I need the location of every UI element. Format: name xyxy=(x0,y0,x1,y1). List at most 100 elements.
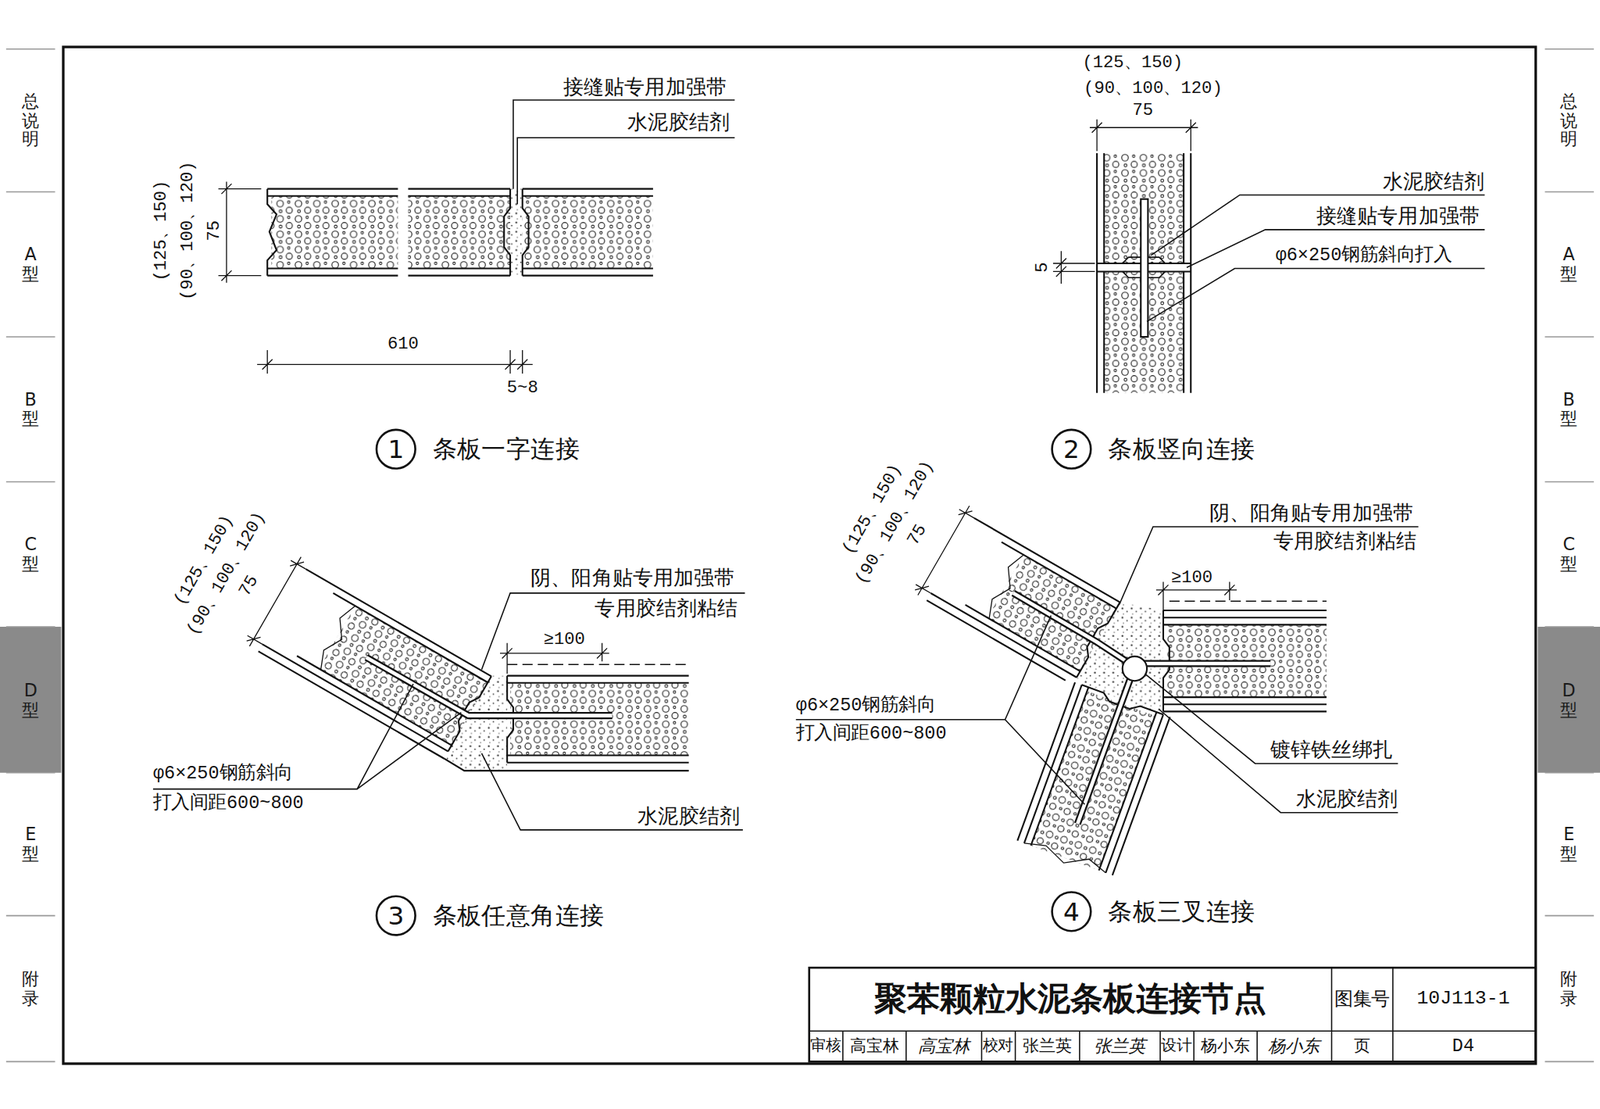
section-tab: B型 xyxy=(1537,336,1600,482)
table-cell: 校对 xyxy=(982,1037,1014,1056)
tab-label: A型 xyxy=(21,245,40,284)
callout-text: φ6×250钢筋斜向 xyxy=(796,694,936,716)
dimension-text: (90、100、120) xyxy=(178,160,199,300)
callout-text: φ6×250钢筋斜向 xyxy=(153,763,293,785)
straight-joint-drawing xyxy=(407,196,511,269)
three-way-joint-drawing xyxy=(1169,600,1327,603)
section-tab: 附录 xyxy=(1537,915,1600,1062)
callout-text: 专用胶结剂粘结 xyxy=(594,596,738,620)
dimension-text: 5~8 xyxy=(507,378,539,399)
callout-text: 阴、阳角贴专用加强带 xyxy=(530,565,735,590)
tab-label: B型 xyxy=(21,389,40,429)
vertical-joint-drawing xyxy=(1146,194,1485,322)
angle-joint-drawing xyxy=(366,657,613,715)
callout-text: φ6×250钢筋斜向打入 xyxy=(1275,244,1453,266)
callout-number: 3 xyxy=(375,894,417,936)
title-block xyxy=(809,967,1536,1061)
detail-callout: 4 条板三叉连接 xyxy=(1050,890,1255,932)
tab-label: B型 xyxy=(1560,389,1578,429)
three-way-joint-drawing xyxy=(796,502,1419,880)
tab-label: E型 xyxy=(1560,825,1578,864)
vertical-joint-drawing xyxy=(1140,199,1148,337)
tab-label: D型 xyxy=(21,680,40,719)
angle-joint-drawing xyxy=(312,602,360,672)
callout-text: 打入间距600~800 xyxy=(796,723,947,745)
callout-number: 4 xyxy=(1050,890,1092,932)
three-way-joint-drawing xyxy=(1013,592,1271,824)
detail-title: 条板任意角连接 xyxy=(432,899,604,933)
callout-text: 水泥胶结剂 xyxy=(637,804,740,829)
side-tab-band xyxy=(0,626,61,773)
section-tab: E型 xyxy=(1537,772,1600,916)
signature: 张兰英 xyxy=(1093,1035,1147,1057)
title-block xyxy=(809,967,1536,1061)
tab-label: C型 xyxy=(21,535,40,574)
detail-callout: 2 条板竖向连接 xyxy=(1050,428,1255,470)
signature: 杨小东 xyxy=(1267,1035,1321,1057)
callout-number: 2 xyxy=(1050,428,1092,470)
straight-joint-drawing xyxy=(513,100,735,204)
table-cell: 高宝林 xyxy=(850,1036,900,1056)
tab-label: 附录 xyxy=(21,969,40,1008)
detail-title: 条板一字连接 xyxy=(432,432,580,466)
callout-text: 接缝贴专用加强带 xyxy=(1316,204,1480,229)
dimension-text: 75 xyxy=(204,220,225,242)
section-tab: E型 xyxy=(0,772,61,916)
tab-label: E型 xyxy=(21,825,40,864)
straight-joint-drawing xyxy=(218,181,262,283)
title-block xyxy=(809,967,1536,1061)
callout-text: 阴、阳角贴专用加强带 xyxy=(1209,501,1414,525)
section-tab: D型 xyxy=(1537,626,1600,773)
angle-joint-drawing xyxy=(153,592,746,830)
section-tab: C型 xyxy=(0,481,61,626)
callout-number: 1 xyxy=(375,428,417,470)
section-tab: B型 xyxy=(0,336,61,482)
straight-joint-drawing xyxy=(522,189,529,276)
dimension-text: 610 xyxy=(387,333,419,354)
angle-joint-drawing xyxy=(366,657,613,715)
straight-joint-drawing xyxy=(503,189,511,276)
angle-joint-drawing xyxy=(242,553,310,651)
vertical-joint-drawing xyxy=(1053,250,1096,284)
three-way-joint-drawing xyxy=(796,526,1419,813)
dimension-text: 75 xyxy=(903,520,931,549)
angle-joint-drawing xyxy=(443,757,689,771)
detail-title: 条板竖向连接 xyxy=(1107,432,1255,466)
callout-text: 水泥胶结剂 xyxy=(627,110,730,135)
tab-label: 总说明 xyxy=(1560,92,1578,150)
straight-joint-drawing xyxy=(271,196,398,269)
dimension-text: ≥100 xyxy=(1171,567,1213,588)
table-cell: 审核 xyxy=(810,1037,841,1056)
dimension-text: 5 xyxy=(1032,262,1054,273)
detail-title: 条板三叉连接 xyxy=(1107,894,1255,928)
section-tab: 总说明 xyxy=(0,49,61,193)
side-tab-band xyxy=(6,49,1594,1062)
angle-joint-drawing xyxy=(507,664,689,666)
tab-label: 总说明 xyxy=(21,92,40,150)
section-tab: C型 xyxy=(1537,481,1600,626)
dimension-text: (125、150) xyxy=(1082,53,1183,74)
table-cell: 杨小东 xyxy=(1200,1036,1250,1056)
callout-text: 水泥胶结剂 xyxy=(1296,787,1399,811)
detail-callout: 3 条板任意角连接 xyxy=(375,894,605,936)
callout-text: 专用胶结剂粘结 xyxy=(1273,528,1417,553)
side-tab-band xyxy=(1537,626,1600,773)
table-cell: 张兰英 xyxy=(1022,1036,1072,1056)
three-way-joint-drawing xyxy=(1122,656,1147,681)
vertical-joint-drawing xyxy=(1089,119,1198,151)
callout-text: 接缝贴专用加强带 xyxy=(563,75,727,99)
three-way-joint-drawing xyxy=(981,550,1029,620)
section-tab: A型 xyxy=(1537,192,1600,337)
straight-joint-drawing xyxy=(522,196,654,269)
straight-joint-drawing xyxy=(510,189,523,276)
three-way-joint-drawing xyxy=(911,502,979,600)
section-tab: 附录 xyxy=(0,915,61,1062)
three-way-joint-drawing xyxy=(1022,835,1109,878)
dimension-text: 75 xyxy=(235,571,263,600)
straight-joint-drawing xyxy=(218,100,736,374)
callout-text: 水泥胶结剂 xyxy=(1382,169,1486,193)
tab-label: A型 xyxy=(1560,245,1578,284)
vertical-joint-drawing xyxy=(1053,119,1485,393)
tab-label: C型 xyxy=(1560,535,1578,574)
dimension-text: 75 xyxy=(1132,100,1154,121)
